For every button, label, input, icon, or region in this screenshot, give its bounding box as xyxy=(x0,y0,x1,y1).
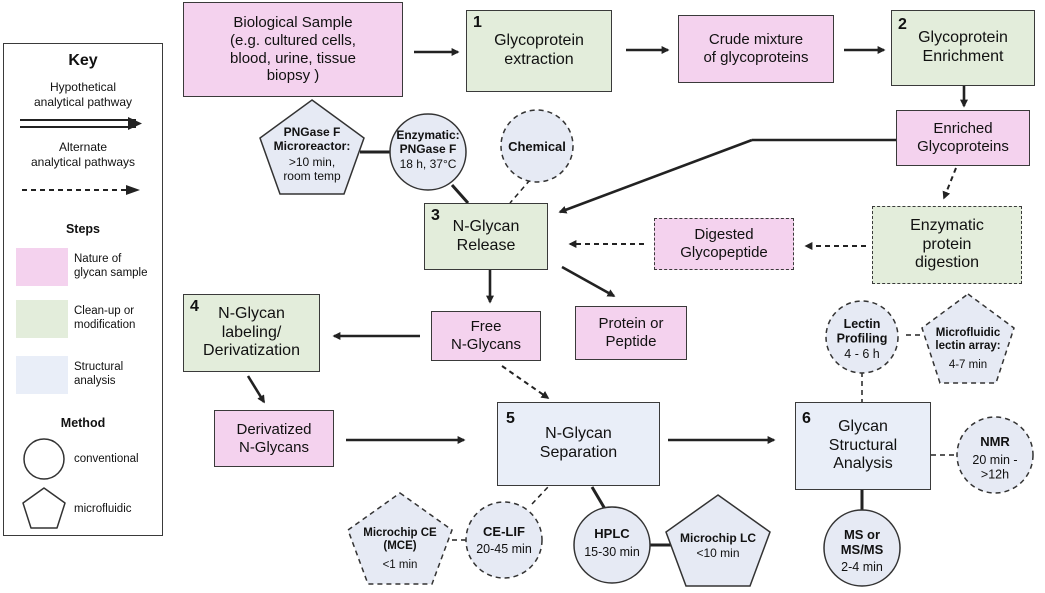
arrow-release-protein xyxy=(561,265,616,298)
step3-number: 3 xyxy=(431,207,440,224)
crude-mixture-label: Crude mixture of glycoproteins xyxy=(703,31,809,66)
step2-enrichment-box: 2 Glycoprotein Enrichment xyxy=(891,10,1035,86)
hplc-detail: 15-30 min xyxy=(584,545,640,559)
double-arrow-icon xyxy=(20,117,142,130)
arrow-labeling-derivatized xyxy=(246,375,266,404)
key-steps-title: Steps xyxy=(65,222,101,236)
crude-mixture-box: Crude mixture of glycoproteins xyxy=(678,15,834,83)
step5-number: 5 xyxy=(506,410,515,427)
step4-label: N-Glycan labeling/ Derivatization xyxy=(203,304,300,360)
link-enzymatic-release xyxy=(450,184,470,204)
enriched-glycoproteins-box: Enriched Glycoproteins xyxy=(896,110,1030,166)
hplc-circle xyxy=(573,506,651,584)
mce-title: Microchip CE(MCE) xyxy=(363,527,437,552)
ms-detail: 2-4 min xyxy=(841,560,883,574)
pngase-micro-detail: >10 min,room temp xyxy=(283,155,341,183)
microchip-lc-pentagon xyxy=(665,494,771,587)
step6-analysis-box: 6 Glycan Structural Analysis xyxy=(795,402,931,490)
step4-number: 4 xyxy=(190,298,199,315)
key-microfluidic-label: microfluidic xyxy=(74,503,132,515)
arrow-enriched-release-diag xyxy=(558,138,753,214)
lectin-profiling-circle xyxy=(825,300,899,374)
free-nglycans-label: Free N-Glycans xyxy=(450,318,521,353)
protein-peptide-box: Protein or Peptide xyxy=(575,306,687,360)
step4-labeling-box: 4 N-Glycan labeling/ Derivatization xyxy=(183,294,320,372)
enzymatic-title: Enzymatic:PNGase F xyxy=(396,128,459,156)
key-structural-swatch xyxy=(16,356,68,394)
step5-label: N-Glycan Separation xyxy=(539,425,618,461)
arrow-free-separation xyxy=(501,365,550,399)
step3-label: N-Glycan Release xyxy=(452,217,520,254)
step5-separation-box: 5 N-Glycan Separation xyxy=(497,402,660,486)
biological-sample-label: Biological Sample (e.g. cultured cells, … xyxy=(230,14,356,85)
digested-glycopeptide-label: Digested Glycopeptide xyxy=(680,226,768,261)
free-nglycans-box: Free N-Glycans xyxy=(431,311,541,361)
mce-detail: <1 min xyxy=(383,559,418,571)
step1-label: Glycoprotein extraction xyxy=(494,32,584,68)
pentagon-icon xyxy=(22,487,66,529)
mce-pentagon xyxy=(347,492,453,585)
hplc-title: HPLC xyxy=(594,526,630,541)
key-structural-label: Structural analysis xyxy=(74,361,124,388)
step2-number: 2 xyxy=(898,16,907,33)
celif-title: CE-LIF xyxy=(483,524,525,539)
key-title: Key xyxy=(68,52,98,69)
microlc-title: Microchip LC xyxy=(680,531,756,545)
digested-glycopeptide-box: Digested Glycopeptide xyxy=(654,218,794,270)
step6-number: 6 xyxy=(802,410,811,427)
ms-circle xyxy=(823,509,901,587)
step1-extraction-box: 1 Glycoprotein extraction xyxy=(466,10,612,92)
enzymatic-pngase-circle xyxy=(389,113,467,191)
nmr-title: NMR xyxy=(980,434,1010,449)
dashed-arrow-icon xyxy=(22,185,140,195)
key-nature-swatch xyxy=(16,248,68,286)
chemical-circle xyxy=(500,109,574,183)
key-cleanup-swatch xyxy=(16,300,68,338)
derivatized-nglycans-label: Derivatized N-Glycans xyxy=(236,420,312,456)
protein-peptide-label: Protein or Peptide xyxy=(598,315,664,350)
link-celif-separation xyxy=(531,486,549,505)
step3-release-box: 3 N-Glycan Release xyxy=(424,203,548,270)
circle-icon xyxy=(23,438,65,480)
pngase-microreactor-pentagon xyxy=(259,99,365,195)
arrow-enriched-digestion xyxy=(942,167,957,200)
lectin-array-pentagon xyxy=(921,293,1015,384)
chemical-title: Chemical xyxy=(508,139,566,154)
key-panel: Key Hypothetical analytical pathway Alte… xyxy=(3,43,163,536)
celif-circle xyxy=(465,501,543,579)
enzymatic-digestion-box: Enzymatic protein digestion xyxy=(872,206,1022,284)
key-conventional-label: conventional xyxy=(74,453,139,465)
link-chemical-release xyxy=(509,179,531,204)
enzymatic-detail: 18 h, 37°C xyxy=(400,157,457,171)
key-nature-label: Nature of glycan sample xyxy=(74,253,148,280)
celif-detail: 20-45 min xyxy=(476,542,532,556)
step1-number: 1 xyxy=(473,14,482,31)
step6-label: Glycan Structural Analysis xyxy=(828,417,898,473)
link-hplc-separation xyxy=(590,486,607,510)
derivatized-nglycans-box: Derivatized N-Glycans xyxy=(214,410,334,467)
nmr-circle xyxy=(956,416,1034,494)
key-cleanup-label: Clean-up or modification xyxy=(74,305,136,332)
nmr-detail: 20 min ->12h xyxy=(972,453,1017,481)
key-method-title: Method xyxy=(60,416,106,430)
key-alternate-label: Alternate analytical pathways xyxy=(30,140,136,169)
step2-label: Glycoprotein Enrichment xyxy=(918,29,1008,65)
lectin-array-detail: 4-7 min xyxy=(949,359,987,371)
lectin-detail: 4 - 6 h xyxy=(844,347,879,361)
microlc-detail: <10 min xyxy=(696,546,739,560)
biological-sample-box: Biological Sample (e.g. cultured cells, … xyxy=(183,2,403,97)
enzymatic-digestion-label: Enzymatic protein digestion xyxy=(910,216,984,272)
key-hypothetical-label: Hypothetical analytical pathway xyxy=(33,80,133,109)
enriched-glycoproteins-label: Enriched Glycoproteins xyxy=(917,120,1009,155)
